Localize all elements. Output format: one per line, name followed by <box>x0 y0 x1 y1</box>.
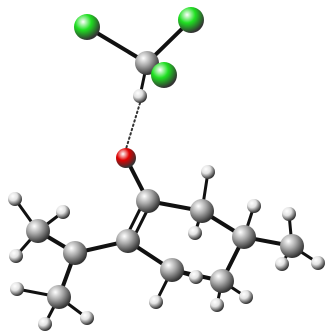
carbon-atom <box>210 269 234 293</box>
carbon-atom <box>26 219 50 243</box>
carbon-atom <box>63 241 87 265</box>
hydrogen-atom <box>9 249 23 263</box>
carbon-atom <box>160 258 184 282</box>
hydrogen-atom <box>201 165 215 179</box>
hydrogen-atom <box>188 226 202 240</box>
carbon-atom <box>136 189 160 213</box>
hydrogen-atom <box>133 89 147 103</box>
hydrogen-atom <box>80 311 94 325</box>
carbon-atom <box>232 225 256 249</box>
hydrogen-atom <box>282 207 296 221</box>
hydrogen-atom <box>38 317 52 331</box>
hydrogen-atom <box>210 298 224 312</box>
atoms-layer <box>8 7 325 331</box>
hydrogen-atom <box>56 205 70 219</box>
chlorine-atom <box>74 14 100 40</box>
hydrogen-atom <box>239 290 253 304</box>
oxygen-atom <box>116 148 136 168</box>
hydrogen-atom <box>247 199 261 213</box>
carbon-atom <box>116 229 140 253</box>
hydrogen-atom <box>149 295 163 309</box>
hydrogen-atom <box>8 192 22 206</box>
chlorine-atom <box>178 7 204 33</box>
hydrogen-atom <box>311 256 325 270</box>
hydrogen-atom <box>10 282 24 296</box>
hydrogen-atom <box>189 270 203 284</box>
carbon-atom <box>47 285 71 309</box>
carbon-atom <box>280 234 304 258</box>
chlorine-atom <box>151 62 177 88</box>
hydrogen-atom <box>275 257 289 271</box>
carbon-atom <box>190 199 214 223</box>
hydrogen-bond-dotted <box>125 102 141 150</box>
